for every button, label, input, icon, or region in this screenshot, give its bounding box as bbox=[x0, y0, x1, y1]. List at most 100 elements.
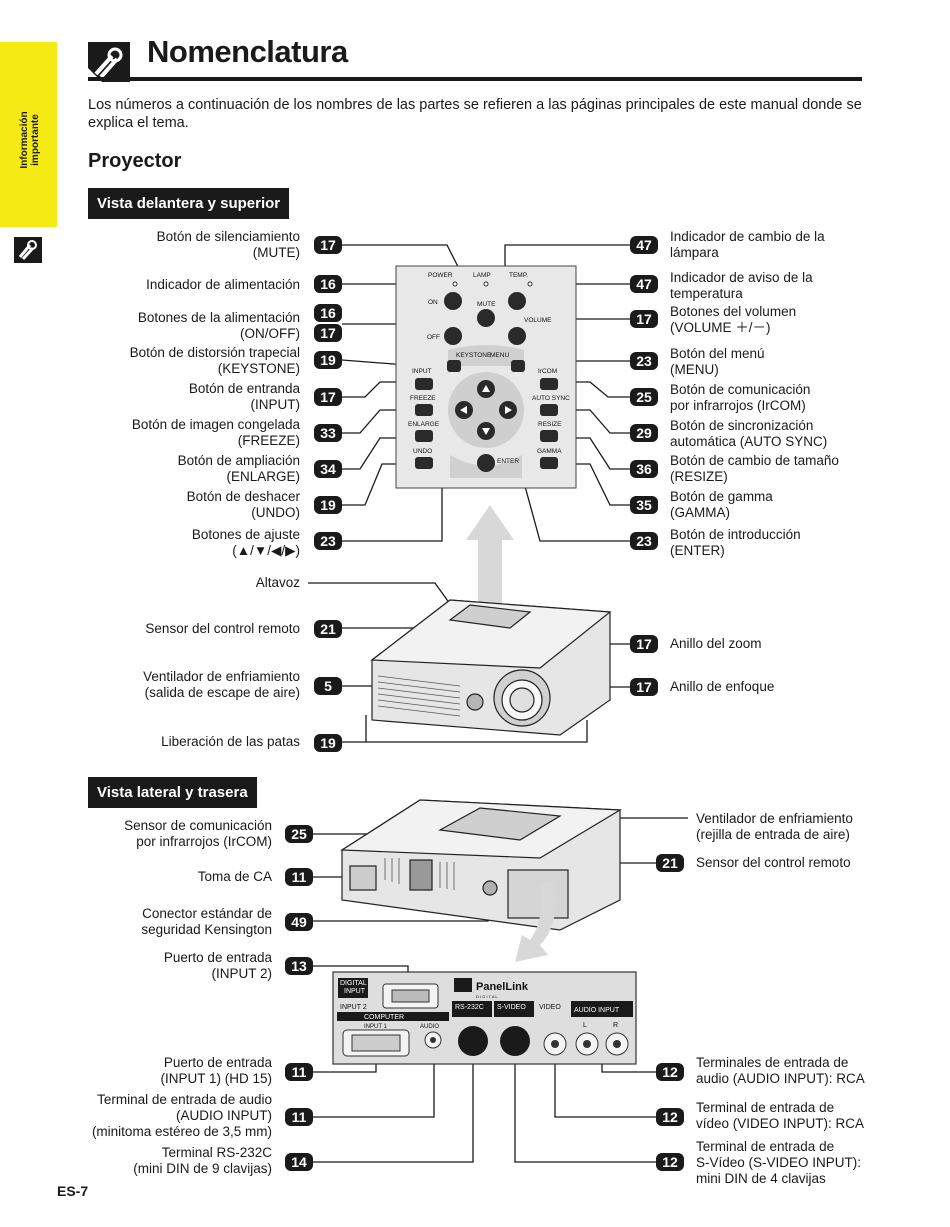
wrench-icon bbox=[14, 237, 42, 263]
panel-lamp-label: LAMP bbox=[473, 272, 491, 279]
panel-keystone-label: KEYSTONE bbox=[456, 352, 492, 359]
badge-adjust: 23 bbox=[314, 532, 342, 550]
label-menu: Botón del menú(MENU) bbox=[670, 346, 765, 377]
projector-rear-drawing bbox=[340, 799, 623, 931]
control-panel-drawing: POWER LAMP TEMP. ON OFF MUTE VOLUME KEYS… bbox=[395, 265, 577, 489]
label-enter: Botón de introducción(ENTER) bbox=[670, 527, 801, 558]
label-ac-socket: Toma de CA bbox=[197, 869, 272, 884]
front-view-heading: Vista delantera y superior bbox=[88, 188, 290, 219]
panel-ircom-label: IrCOM bbox=[538, 368, 557, 375]
arrow-down-icon bbox=[515, 880, 556, 962]
label-audio-terminal: Terminal de entrada de audio(AUDIO INPUT… bbox=[91, 1092, 272, 1139]
badge-input2-port: 13 bbox=[285, 957, 313, 975]
page-number: ES-7 bbox=[57, 1183, 89, 1199]
badge-power-indicator: 16 bbox=[314, 275, 342, 293]
label-power-indicator: Indicador de alimentación bbox=[146, 277, 300, 292]
badge-on-off-1: 16 bbox=[314, 304, 342, 322]
label-remote-sensor: Sensor del control remoto bbox=[145, 621, 300, 636]
panel-mute-label: MUTE bbox=[477, 301, 496, 308]
badge-resize: 36 bbox=[630, 460, 658, 478]
panel-enter-label: ENTER bbox=[497, 458, 519, 465]
badge-remote-sensor: 21 bbox=[314, 620, 342, 638]
panel-enlarge-label: ENLARGE bbox=[408, 421, 440, 428]
panel-audio-input-label: AUDIO INPUT bbox=[574, 1007, 620, 1014]
badge-keystone: 19 bbox=[314, 351, 342, 369]
label-mute: Botón de silenciamiento(MUTE) bbox=[156, 229, 300, 260]
badge-ircom: 25 bbox=[630, 388, 658, 406]
badge-menu: 23 bbox=[630, 352, 658, 370]
badge-undo: 19 bbox=[314, 496, 342, 514]
label-volume: Botones del volumen(VOLUME ＋/－) bbox=[670, 304, 797, 335]
panel-volume-label: VOLUME bbox=[524, 317, 552, 324]
panel-svideo-label: S-VIDEO bbox=[497, 1004, 526, 1011]
label-freeze: Botón de imagen congelada(FREEZE) bbox=[131, 417, 300, 448]
projector-front-drawing bbox=[370, 599, 612, 736]
panel-digital-label: DIGITAL bbox=[340, 980, 367, 987]
label-focus-ring: Anillo de enfoque bbox=[670, 679, 775, 694]
label-rear-remote-sensor: Sensor del control remoto bbox=[696, 855, 851, 870]
badge-foot-release: 19 bbox=[314, 734, 342, 752]
panel-input-label: INPUT bbox=[412, 368, 432, 375]
panel-panellink-label: PanelLink bbox=[476, 981, 529, 993]
page-title: Nomenclatura bbox=[147, 34, 348, 69]
badge-temp: 47 bbox=[630, 275, 658, 293]
badge-autosync: 29 bbox=[630, 424, 658, 442]
label-exhaust-fan: Ventilador de enfriamiento(salida de esc… bbox=[143, 669, 300, 700]
panel-r-label: R bbox=[613, 1022, 618, 1029]
badge-zoom-ring: 17 bbox=[630, 635, 658, 653]
panel-temp-label: TEMP. bbox=[509, 272, 528, 279]
badge-svideo: 12 bbox=[656, 1153, 684, 1171]
label-input: Botón de entranda(INPUT) bbox=[188, 381, 300, 412]
badge-audio-terminal: 11 bbox=[285, 1108, 313, 1126]
badge-enter: 23 bbox=[630, 532, 658, 550]
badge-mute: 17 bbox=[314, 236, 342, 254]
panel-undo-label: UNDO bbox=[413, 448, 432, 455]
label-gamma: Botón de gamma(GAMMA) bbox=[670, 489, 773, 520]
panel-audio-label: AUDIO bbox=[420, 1024, 439, 1030]
panel-input2-label: INPUT 2 bbox=[340, 1004, 367, 1011]
label-foot-release: Liberación de las patas bbox=[161, 734, 300, 749]
rear-view-heading: Vista lateral y trasera bbox=[88, 777, 257, 808]
section-heading: Proyector bbox=[88, 150, 182, 172]
panel-digital-sub-label: D I G I T A L bbox=[476, 994, 498, 999]
label-undo: Botón de deshacer(UNDO) bbox=[186, 489, 300, 520]
badge-audio-rca: 12 bbox=[656, 1063, 684, 1081]
panel-freeze-label: FREEZE bbox=[410, 395, 436, 402]
connector-panel-drawing: DIGITAL INPUT INPUT 2 PanelLink D I G I … bbox=[332, 971, 637, 1065]
panel-autosync-label: AUTO SYNC bbox=[532, 395, 570, 402]
intro-text: Los números a continuación de los nombre… bbox=[88, 97, 862, 131]
badge-enlarge: 34 bbox=[314, 460, 342, 478]
badge-freeze: 33 bbox=[314, 424, 342, 442]
panel-rs232c-label: RS-232C bbox=[455, 1004, 484, 1011]
badge-rear-remote-sensor: 21 bbox=[656, 854, 684, 872]
panel-l-label: L bbox=[583, 1022, 587, 1029]
label-speaker: Altavoz bbox=[255, 575, 300, 590]
badge-video-rca: 12 bbox=[656, 1108, 684, 1126]
label-on-off: Botones de la alimentación(ON/OFF) bbox=[137, 310, 300, 341]
label-intake-fan: Ventilador de enfriamiento(rejilla de en… bbox=[696, 811, 853, 842]
label-enlarge: Botón de ampliación(ENLARGE) bbox=[177, 453, 300, 484]
badge-focus-ring: 17 bbox=[630, 678, 658, 696]
badge-volume: 17 bbox=[630, 310, 658, 328]
badge-gamma: 35 bbox=[630, 496, 658, 514]
panel-computer-label: COMPUTER bbox=[364, 1014, 404, 1021]
badge-rs232c: 14 bbox=[285, 1153, 313, 1171]
badge-input1-port: 11 bbox=[285, 1063, 313, 1081]
badge-kensington: 49 bbox=[285, 913, 313, 931]
panel-power-label: POWER bbox=[428, 272, 453, 279]
badge-exhaust-fan: 5 bbox=[314, 677, 342, 695]
panel-off-label: OFF bbox=[427, 334, 440, 341]
panel-input1-label: INPUT 1 bbox=[364, 1024, 388, 1030]
badge-input: 17 bbox=[314, 388, 342, 406]
label-adjust: Botones de ajuste(▲/▼/◀/▶) bbox=[191, 527, 300, 558]
